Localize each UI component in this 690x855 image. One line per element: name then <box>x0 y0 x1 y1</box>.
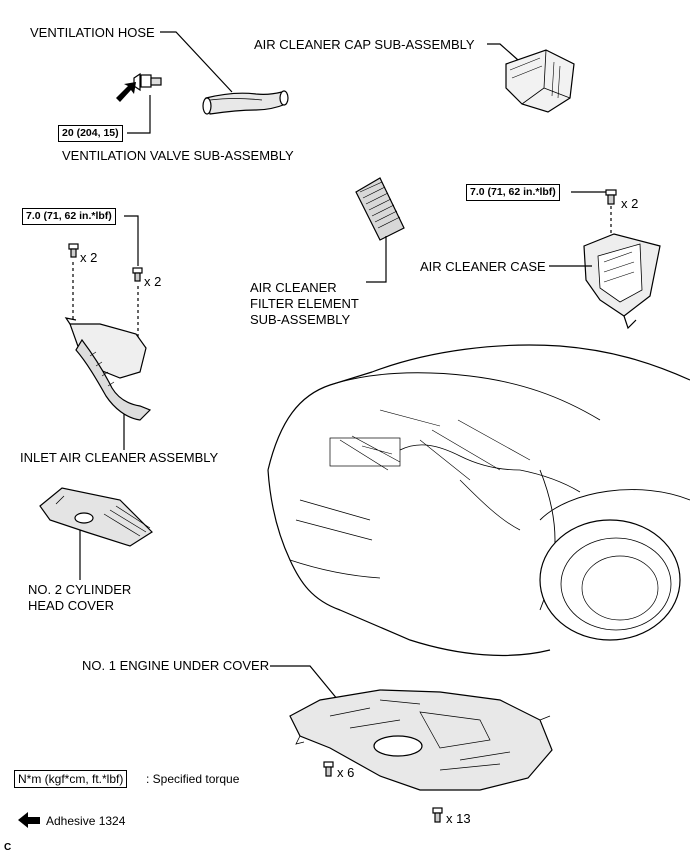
label-air-cleaner-case: AIR CLEANER CASE <box>420 259 546 274</box>
label-inlet-air-cleaner: INLET AIR CLEANER ASSEMBLY <box>20 450 219 465</box>
torque-inlet: 7.0 (71, 62 in.*lbf) <box>22 208 116 225</box>
air-cleaner-cap-drawing <box>505 49 575 113</box>
leader-valve-torque <box>127 95 151 134</box>
bolt-icon <box>132 267 143 282</box>
torque-case: 7.0 (71, 62 in.*lbf) <box>466 184 560 201</box>
inlet-air-cleaner-drawing <box>64 317 152 421</box>
legend-torque-box: N*m (kgf*cm, ft.*lbf) <box>14 770 128 788</box>
filter-element-drawing <box>355 177 405 241</box>
engine-under-cover-drawing <box>289 689 553 791</box>
label-ventilation-hose: VENTILATION HOSE <box>30 25 155 40</box>
leader-filter <box>366 236 387 283</box>
label-ventilation-valve: VENTILATION VALVE SUB-ASSEMBLY <box>62 148 294 163</box>
legend-adhesive-text: Adhesive 1324 <box>46 814 126 828</box>
cylinder-head-cover-drawing <box>39 487 153 547</box>
label-head-cover-line1: NO. 2 CYLINDER <box>28 582 132 597</box>
label-filter-line2: FILTER ELEMENT <box>250 296 359 311</box>
qty-inlet-left-bolts: x 2 <box>80 250 98 265</box>
qty-under-cover-small-bolts: x 6 <box>337 765 355 780</box>
label-air-cleaner-cap: AIR CLEANER CAP SUB-ASSEMBLY <box>254 37 475 52</box>
label-filter-line1: AIR CLEANER <box>250 280 337 295</box>
bolt-icon <box>432 807 443 823</box>
figure-note: C <box>4 842 12 853</box>
bolt-icon <box>323 761 334 777</box>
leader-under-cover <box>270 665 339 701</box>
adhesive-arrow-icon <box>116 82 136 102</box>
bolt-icon <box>605 189 617 205</box>
torque-valve: 20 (204, 15) <box>58 125 123 142</box>
qty-case-bolts: x 2 <box>621 196 639 211</box>
qty-inlet-right-bolts: x 2 <box>144 274 162 289</box>
leader-air-cleaner-cap <box>487 43 519 61</box>
leader-ventilation-hose <box>160 31 233 93</box>
bolt-icon <box>68 243 79 258</box>
label-head-cover-line2: HEAD COVER <box>28 598 114 613</box>
qty-under-cover-large-bolts: x 13 <box>446 811 471 826</box>
air-cleaner-case-drawing <box>583 233 661 330</box>
leader-inlet-torque <box>124 215 139 266</box>
ventilation-hose-drawing <box>202 90 289 115</box>
vehicle-front-drawing <box>267 344 690 657</box>
label-filter-line3: SUB-ASSEMBLY <box>250 312 351 327</box>
legend-torque-text: : Specified torque <box>146 772 240 786</box>
ventilation-valve-drawing <box>133 72 162 92</box>
label-engine-under-cover: NO. 1 ENGINE UNDER COVER <box>82 658 270 673</box>
adhesive-legend-arrow-icon <box>18 812 40 828</box>
